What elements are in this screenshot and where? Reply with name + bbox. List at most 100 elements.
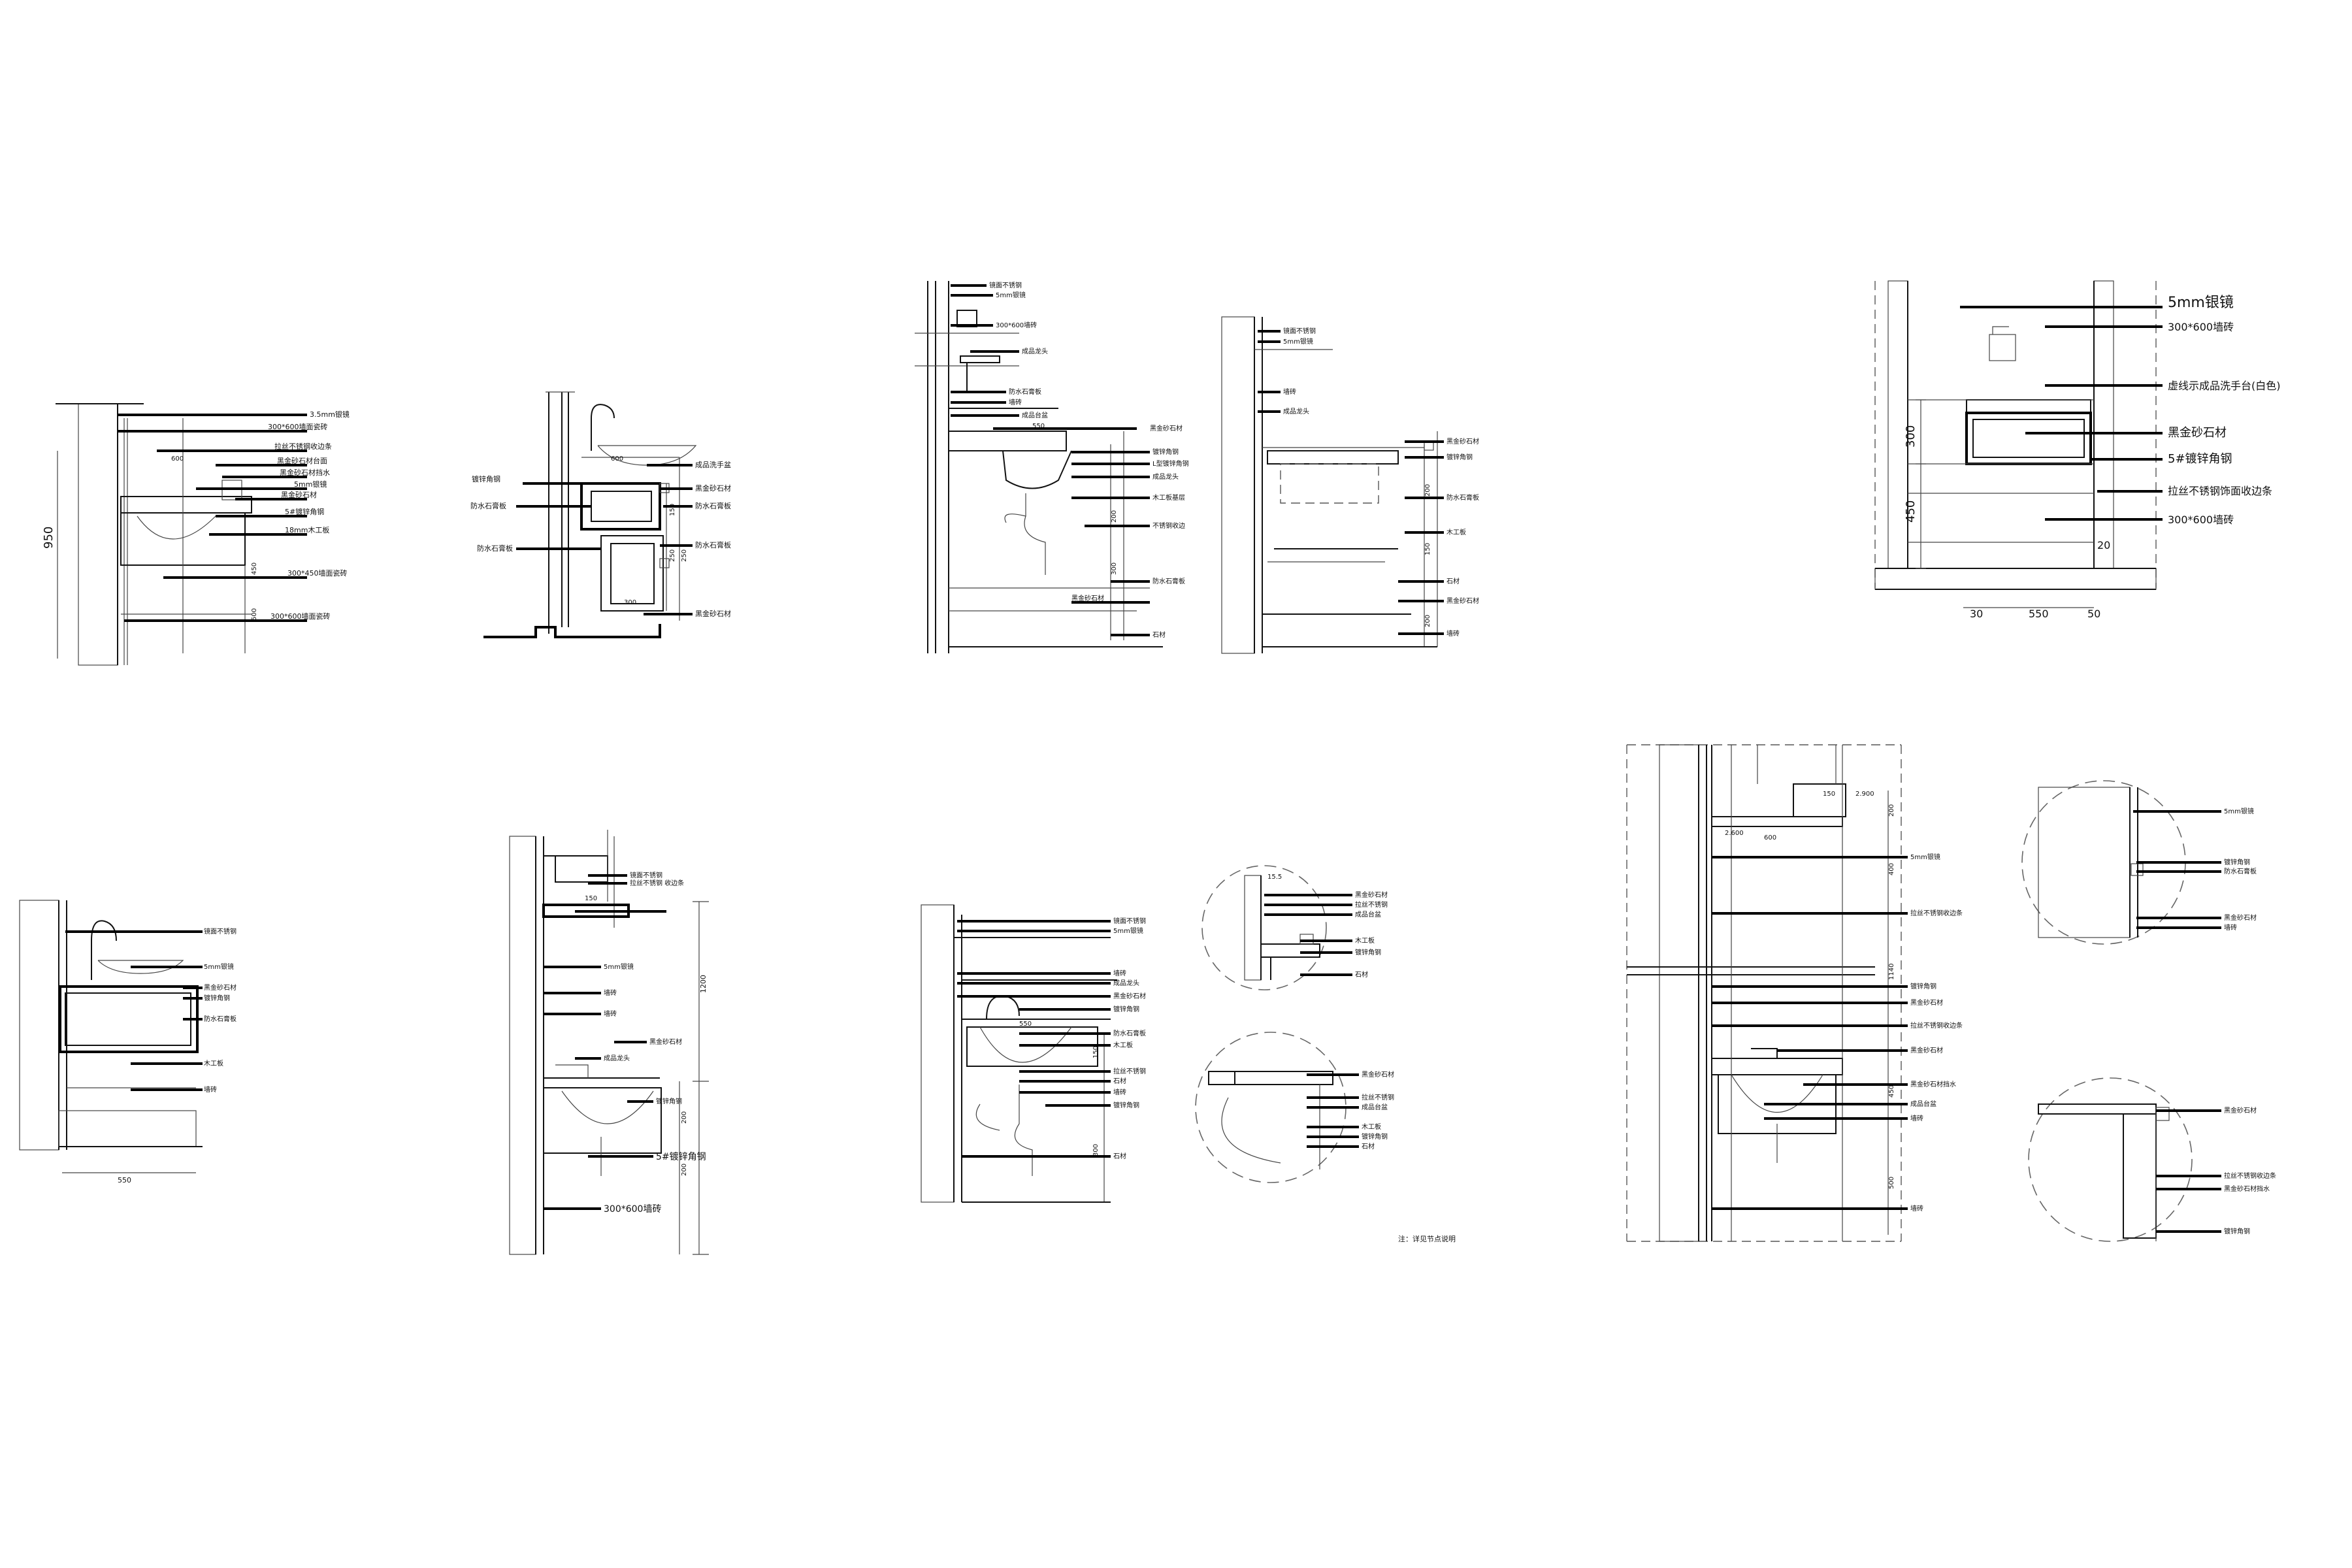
svg-text:墙砖: 墙砖 (1910, 1114, 1923, 1122)
detail-1-leaders (118, 414, 307, 622)
detail-3-leaders (951, 284, 1150, 636)
svg-text:黑金砂石材挡水: 黑金砂石材挡水 (2224, 1184, 2270, 1193)
svg-text:镀锌角钢: 镀锌角钢 (472, 474, 500, 483)
detail-7-section: 1200 150 200 200 镜面不锈钢 拉丝不锈钢 收边条 5mm银镜 墙… (509, 830, 709, 1255)
detail-8-note: 注：详见节点说明 (1398, 1234, 1456, 1243)
svg-text:3.5mm银镜: 3.5mm银镜 (310, 410, 350, 419)
svg-text:防水石膏板: 防水石膏板 (1446, 493, 1479, 502)
svg-text:5mm银镜: 5mm银镜 (1283, 337, 1313, 346)
svg-text:镜面不锈钢: 镜面不锈钢 (204, 927, 237, 936)
detail-3-labels: 镜面不锈钢 5mm银镜 300*600墙砖 成品龙头 防水石膏板 墙砖 成品台盆… (989, 281, 1189, 639)
svg-text:木工板: 木工板 (1362, 1122, 1381, 1131)
svg-text:木工板基层: 木工板基层 (1152, 493, 1185, 502)
svg-text:5mm银镜: 5mm银镜 (2224, 807, 2254, 815)
svg-text:拉丝不锈钢 收边条: 拉丝不锈钢 收边条 (630, 879, 684, 887)
svg-text:200: 200 (681, 1164, 688, 1176)
svg-text:镜面不锈钢: 镜面不锈钢 (1113, 917, 1146, 925)
detail-9-callout-upper: 5mm银镜 镀锌角钢 防水石膏板 黑金砂石材 墙砖 (2021, 780, 2257, 945)
svg-text:200: 200 (1111, 510, 1118, 523)
detail-8-leaders (957, 920, 1111, 1158)
svg-text:防水石膏板: 防水石膏板 (2224, 867, 2257, 875)
svg-text:150: 150 (1823, 791, 1835, 798)
svg-text:黑金砂石材: 黑金砂石材 (1910, 1046, 1943, 1054)
svg-text:成品台盆: 成品台盆 (1910, 1100, 1936, 1108)
svg-text:300*600墙砖: 300*600墙砖 (2168, 514, 2234, 526)
svg-text:黑金砂石材: 黑金砂石材 (649, 1037, 682, 1046)
svg-text:不锈钢收边: 不锈钢收边 (1152, 521, 1185, 530)
svg-text:5mm银镜: 5mm银镜 (1113, 926, 1143, 935)
svg-text:镀锌角钢: 镀锌角钢 (2224, 1227, 2250, 1235)
svg-text:150: 150 (585, 895, 597, 902)
detail-2-labels: 成品洗手盆 黑金砂石材 防水石膏板 防水石膏板 黑金砂石材 镀锌角钢 防水石膏板… (470, 460, 731, 618)
svg-text:拉丝不锈钢收边条: 拉丝不锈钢收边条 (274, 442, 332, 451)
svg-text:石材: 石材 (1113, 1152, 1126, 1160)
svg-text:镀锌角钢: 镀锌角钢 (1446, 453, 1473, 461)
dim-50: 50 (2087, 608, 2100, 620)
svg-text:5mm银镜: 5mm银镜 (604, 962, 634, 971)
dim-300: 300 (1904, 425, 1918, 448)
detail-9-section: 2.900 2.600 150 600 200 400 1140 450 500… (1626, 744, 2276, 1242)
svg-text:500: 500 (1888, 1177, 1895, 1189)
svg-text:木工板: 木工板 (1355, 936, 1375, 945)
svg-text:镀锌角钢: 镀锌角钢 (1355, 948, 1381, 956)
svg-text:石材: 石材 (1113, 1077, 1126, 1085)
svg-text:2.900: 2.900 (1855, 791, 1874, 798)
svg-text:150: 150 (1424, 543, 1431, 555)
svg-text:成品台盆: 成品台盆 (1362, 1103, 1388, 1111)
svg-text:200: 200 (1424, 484, 1431, 497)
dim-500: 500 (251, 608, 258, 621)
svg-text:墙砖: 墙砖 (1446, 629, 1460, 638)
detail-4-section: 200 150 200 镜面不锈钢 5mm银镜 墙砖 成品龙头 黑金砂石材 镀锌… (1221, 316, 1479, 654)
svg-text:镀锌角钢: 镀锌角钢 (1152, 448, 1179, 456)
svg-text:墙砖: 墙砖 (204, 1085, 217, 1094)
svg-text:300*600墙砖: 300*600墙砖 (2168, 321, 2234, 333)
detail-1-labels: 3.5mm银镜 300*600墙面瓷砖 拉丝不锈钢收边条 黑金砂石材台面 黑金砂… (268, 410, 350, 621)
detail-9-leaders (1712, 856, 1908, 1210)
svg-text:300*600墙面瓷砖: 300*600墙面瓷砖 (268, 422, 328, 431)
svg-text:石材: 石材 (1446, 577, 1460, 585)
svg-text:墙砖: 墙砖 (2224, 923, 2237, 932)
svg-text:防水石膏板: 防水石膏板 (1113, 1029, 1146, 1037)
svg-text:墙砖: 墙砖 (1113, 969, 1126, 977)
dim-950: 950 (42, 527, 56, 549)
detail-9-callout-lower: 黑金砂石材 拉丝不锈钢收边条 黑金砂石材挡水 镀锌角钢 (2028, 1077, 2276, 1242)
svg-text:黑金砂石材: 黑金砂石材 (1150, 424, 1183, 433)
svg-text:成品龙头: 成品龙头 (1022, 347, 1048, 355)
svg-text:成品台盆: 成品台盆 (1022, 411, 1048, 419)
svg-text:300: 300 (624, 599, 636, 606)
wall-hatch (78, 403, 118, 666)
svg-text:镜面不锈钢: 镜面不锈钢 (630, 871, 662, 879)
svg-text:防水石膏板: 防水石膏板 (204, 1015, 237, 1023)
dim-30: 30 (1970, 608, 1983, 620)
svg-text:18mm木工板: 18mm木工板 (285, 525, 329, 534)
svg-text:木工板: 木工板 (204, 1059, 223, 1068)
svg-text:墙砖: 墙砖 (1009, 398, 1022, 406)
svg-text:石材: 石材 (1362, 1142, 1375, 1151)
svg-text:拉丝不锈钢: 拉丝不锈钢 (1113, 1067, 1146, 1075)
svg-text:成品台盆: 成品台盆 (1355, 910, 1381, 919)
detail-8-callout-upper: 15.5 黑金砂石材 拉丝不锈钢 成品台盆 木工板 镀锌角钢 石材 (1201, 865, 1388, 990)
svg-text:250: 250 (669, 549, 676, 562)
detail-6-labels: 镜面不锈钢 5mm银镜 黑金砂石材 镀锌角钢 防水石膏板 木工板 墙砖 (204, 927, 237, 1094)
detail-4-leaders (1258, 330, 1444, 635)
detail-2-leaders (516, 464, 693, 615)
svg-text:1140: 1140 (1888, 964, 1895, 980)
detail-7-leaders (544, 874, 666, 1210)
svg-text:L型镀锌角钢: L型镀锌角钢 (1152, 459, 1189, 468)
svg-text:木工板: 木工板 (1446, 528, 1466, 536)
svg-text:黑金砂石材: 黑金砂石材 (1446, 596, 1479, 605)
svg-text:15.5: 15.5 (1267, 874, 1282, 881)
detail-6-leaders (65, 930, 203, 1091)
svg-text:成品龙头: 成品龙头 (1283, 407, 1309, 416)
svg-text:黑金砂石材: 黑金砂石材 (204, 983, 237, 992)
detail-5-labels: 5mm银镜 300*600墙砖 虚线示成品洗手台(白色) 黑金砂石材 5#镀锌角… (2168, 295, 2281, 526)
dim-20: 20 (2097, 539, 2110, 551)
svg-text:黑金砂石材: 黑金砂石材 (1910, 998, 1943, 1007)
svg-text:5mm银镜: 5mm银镜 (294, 480, 327, 489)
svg-text:600: 600 (611, 455, 623, 463)
detail-8-callout-lower: 黑金砂石材 拉丝不锈钢 成品台盆 木工板 镀锌角钢 石材 (1195, 1032, 1394, 1183)
svg-text:黑金砂石材: 黑金砂石材 (1071, 594, 1104, 602)
svg-text:木工板: 木工板 (1113, 1041, 1133, 1049)
detail-8-labels: 镜面不锈钢 5mm银镜 墙砖 成品龙头 黑金砂石材 镀锌角钢 防水石膏板 木工板… (1113, 917, 1146, 1160)
